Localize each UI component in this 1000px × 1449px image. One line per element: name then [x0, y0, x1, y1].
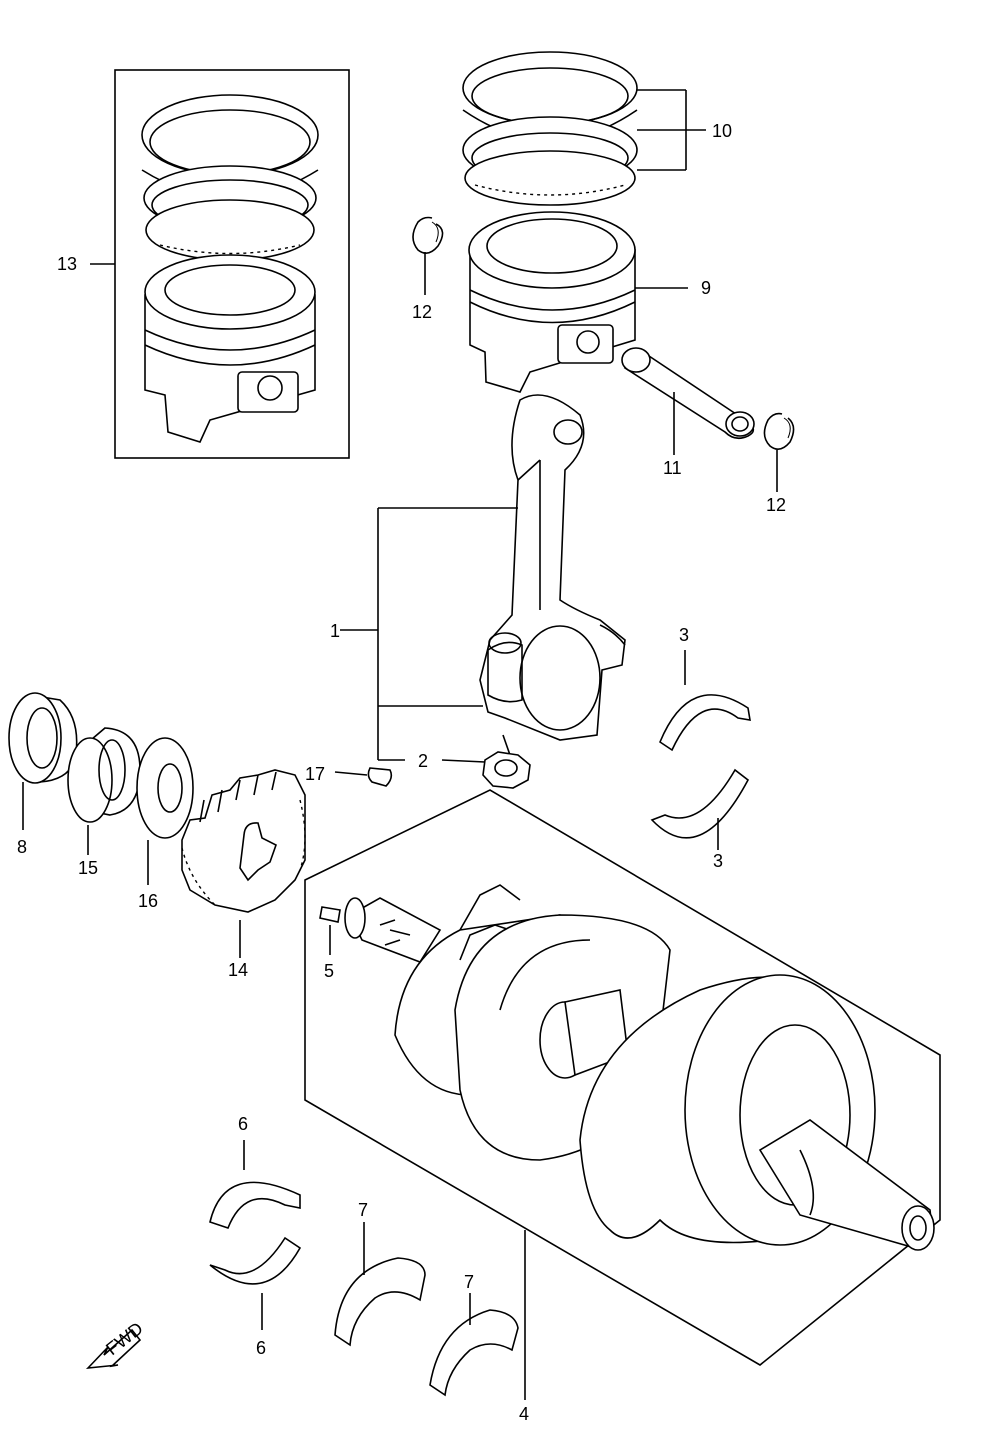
oil-seal	[8, 692, 78, 830]
callout-1: 1	[330, 621, 340, 641]
conrod-bearing-upper	[659, 650, 751, 752]
callout-4: 4	[519, 1404, 529, 1424]
circlip-upper	[412, 216, 444, 295]
crank-gear	[181, 769, 306, 958]
piston-rings	[462, 51, 706, 206]
callout-17: 17	[305, 764, 325, 784]
callout-6-upper: 6	[238, 1114, 248, 1134]
callout-10: 10	[712, 121, 732, 141]
piston-pin	[621, 347, 755, 455]
piston	[468, 211, 688, 393]
callout-12-upper: 12	[412, 302, 432, 322]
callout-6-lower: 6	[256, 1338, 266, 1358]
connecting-rod-nut	[378, 734, 531, 789]
crank-bearing-lower	[209, 1236, 302, 1330]
callout-5: 5	[324, 961, 334, 981]
callout-14: 14	[228, 960, 248, 980]
forward-arrow-icon: FWD	[85, 1318, 147, 1370]
callout-16: 16	[138, 891, 158, 911]
thrust-bearing-upper	[334, 1222, 426, 1347]
piston-kit-assembly	[90, 69, 350, 459]
dowel-pin	[319, 906, 341, 955]
crankshaft-spacer	[67, 727, 141, 855]
thrust-bearing-lower	[429, 1293, 519, 1397]
callout-3-upper: 3	[679, 625, 689, 645]
callout-2: 2	[418, 751, 428, 771]
woodruff-key	[334, 767, 393, 787]
callout-7-upper: 7	[358, 1200, 368, 1220]
crankshaft-assembly	[304, 789, 941, 1400]
callout-11: 11	[663, 458, 682, 478]
thrust-washer	[136, 737, 194, 885]
conrod-bearing-lower	[650, 768, 750, 850]
callout-9: 9	[701, 278, 711, 298]
callout-3-lower: 3	[713, 851, 723, 871]
connecting-rod	[340, 394, 626, 760]
circlip-lower	[763, 412, 795, 492]
crank-bearing-upper	[209, 1140, 301, 1229]
callout-8: 8	[17, 837, 27, 857]
callout-7-lower: 7	[464, 1272, 474, 1292]
callout-13: 13	[57, 254, 77, 274]
callout-15: 15	[78, 858, 98, 878]
callout-12-lower: 12	[766, 495, 786, 515]
